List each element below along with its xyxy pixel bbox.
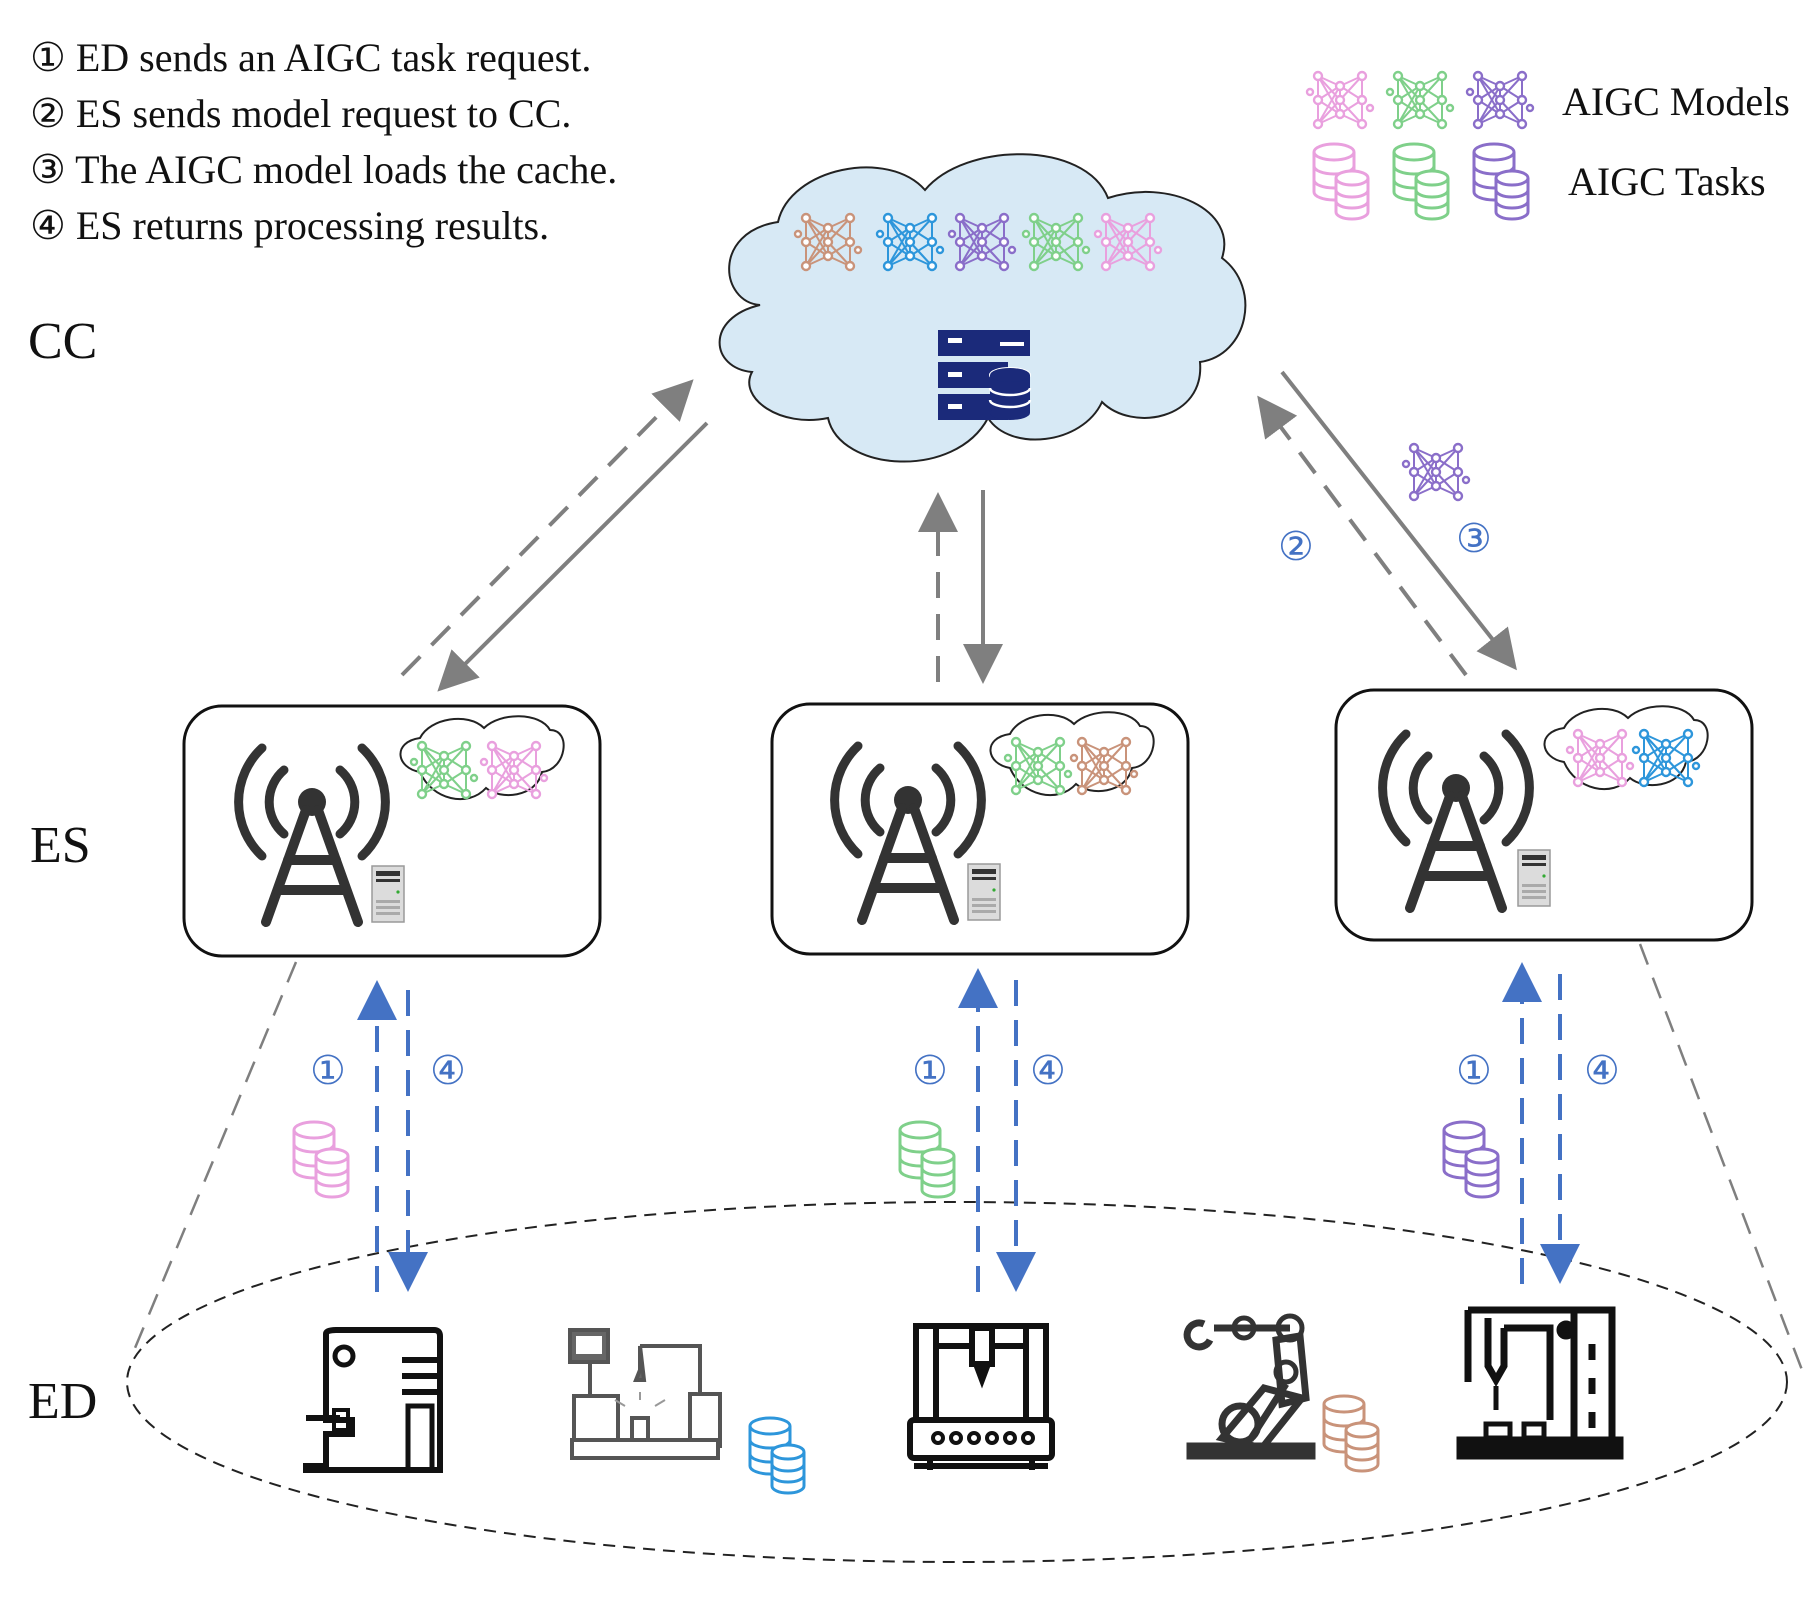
model-icon-pink [1305, 70, 1375, 130]
coverage-line-right [1638, 943, 1804, 1371]
arrow-cc-to-es3 [1280, 370, 1517, 671]
marker-step-4: ④ [1030, 1048, 1066, 1094]
ed-device-cnc-machine [907, 1323, 1055, 1470]
edge-server-icon [371, 865, 405, 923]
task-carried-green [898, 1120, 956, 1199]
es-node-2 [770, 702, 1190, 956]
es-ed-arrows [357, 962, 1580, 1292]
cloud-server-icon [938, 330, 1032, 420]
edge-server-icon [1517, 849, 1551, 907]
transfer-model-purple [1401, 442, 1471, 502]
task-icon-green [1392, 142, 1450, 221]
task-carried-pink [292, 1120, 350, 1199]
legend-models-icons [1305, 70, 1535, 130]
marker-step-3: ③ [1456, 516, 1492, 562]
model-icon-green [1385, 70, 1455, 130]
ed-device-laser-station [568, 1328, 722, 1460]
coverage-line-left [128, 961, 298, 1361]
task-waiting-brown [1322, 1394, 1380, 1473]
arrow-es1-to-cc [400, 379, 694, 677]
marker-step-2: ② [1278, 524, 1314, 570]
step-list: ① ED sends an AIGC task request. ② ES se… [30, 30, 617, 254]
legend-models-label: AIGC Models [1562, 79, 1790, 124]
ed-device-robot-arm [1183, 1313, 1316, 1460]
arrow-cc-to-es1 [437, 421, 709, 692]
cc-es-arrows [400, 370, 1517, 692]
layer-label-es: ES [30, 817, 91, 874]
layer-label-ed: ED [28, 1373, 98, 1430]
marker-step-1: ① [1456, 1048, 1492, 1094]
marker-step-4: ④ [1584, 1048, 1620, 1094]
legend-tasks-label: AIGC Tasks [1568, 159, 1766, 204]
step-2: ② ES sends model request to CC. [30, 91, 572, 136]
edge-server-icon [967, 863, 1001, 921]
es-node-1 [182, 704, 602, 958]
legend-tasks-icons [1312, 142, 1530, 221]
task-icon-pink [1312, 142, 1370, 221]
marker-step-1: ① [912, 1048, 948, 1094]
task-icon-purple [1472, 142, 1530, 221]
ed-device-milling-machine [1456, 1306, 1624, 1460]
step-4: ④ ES returns processing results. [30, 203, 550, 248]
es-node-3 [1334, 688, 1754, 942]
task-waiting-blue [748, 1416, 806, 1495]
model-icon-purple [1465, 70, 1535, 130]
layer-label-cc: CC [28, 313, 98, 370]
step-3: ③ The AIGC model loads the cache. [30, 147, 618, 192]
marker-step-4: ④ [430, 1048, 466, 1094]
arrow-es3-to-cc [1257, 395, 1468, 677]
step-1: ① ED sends an AIGC task request. [30, 35, 592, 80]
step-markers: ② ③ ① ④ ① ④ ① ④ [310, 516, 1620, 1094]
marker-step-1: ① [310, 1048, 346, 1094]
ed-region [126, 1201, 1788, 1563]
task-carried-purple [1442, 1120, 1500, 1199]
ed-device-drill-press [303, 1327, 443, 1473]
